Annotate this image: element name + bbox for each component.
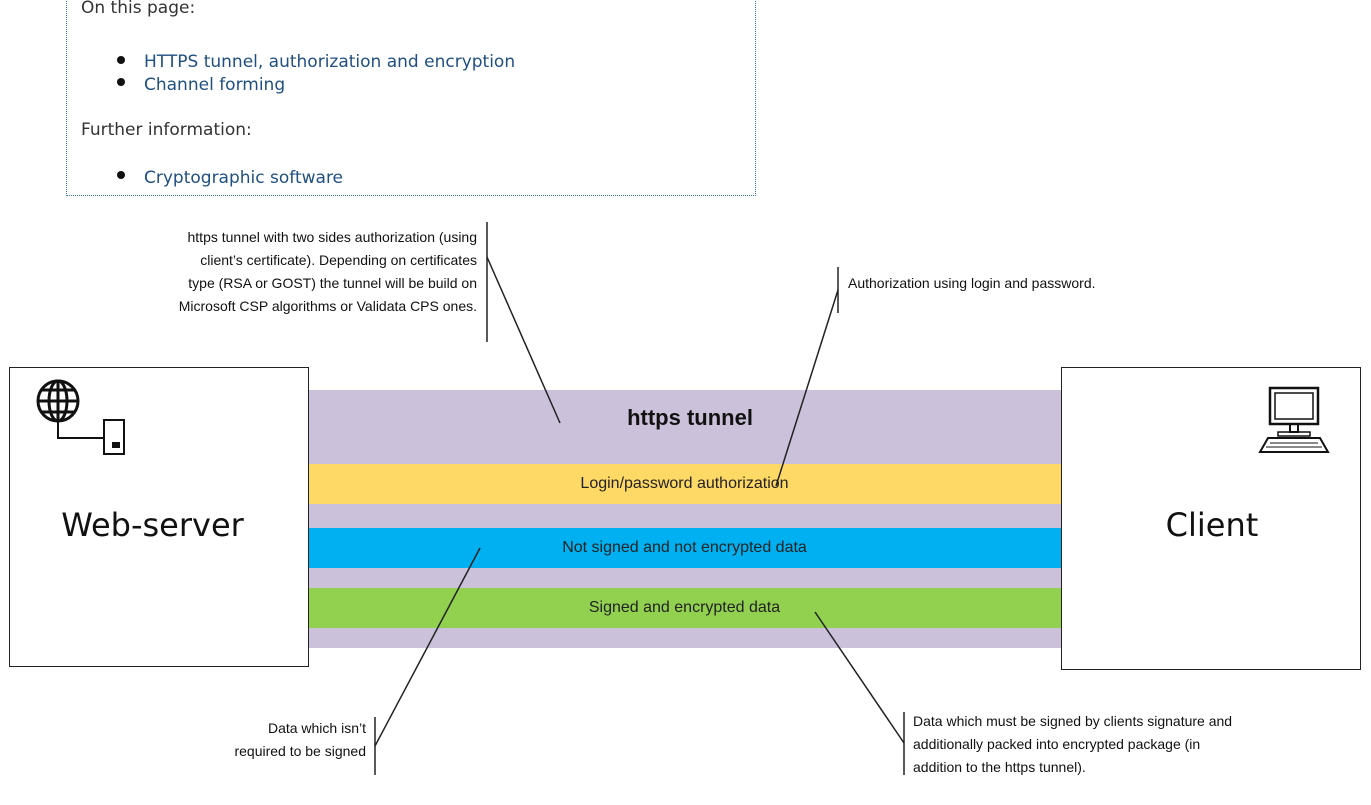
callout-https-tunnel: https tunnel with two sides authorizatio… — [40, 226, 477, 318]
client-label: Client — [1165, 506, 1259, 544]
callout-https-line: Microsoft CSP algorithms or Validata CPS… — [178, 298, 477, 314]
band-not-signed-data: Not signed and not encrypted data — [294, 528, 1075, 568]
toc-link-cryptographic-software[interactable]: Cryptographic software — [144, 168, 344, 188]
callout-login-password: Authorization using login and password. — [848, 275, 1096, 291]
toc-link-channel-forming[interactable]: Channel forming — [144, 75, 286, 95]
callout-signed-line: Data which must be signed by clients sig… — [913, 713, 1233, 729]
globe-server-icon — [36, 379, 125, 455]
toc-heading-on-this-page: On this page: — [81, 0, 196, 18]
bullet-icon — [117, 78, 125, 86]
computer-icon — [1258, 386, 1330, 453]
client-box: Client — [1061, 367, 1361, 670]
bullet-icon — [117, 171, 125, 179]
callout-unsigned-data: Data which isn’t required to be signed — [150, 717, 366, 763]
callout-https-line: client’s certificate). Depending on cert… — [200, 252, 477, 268]
callout-https-line: https tunnel with two sides authorizatio… — [187, 229, 478, 245]
toc-panel: On this page: HTTPS tunnel, authorizatio… — [66, 0, 756, 196]
callout-signed-line: addition to the https tunnel). — [913, 759, 1086, 775]
callout-unsigned-line: required to be signed — [234, 743, 366, 759]
callout-signed-line: additionally packed into encrypted packa… — [913, 736, 1201, 752]
https-tunnel-label: https tunnel — [627, 405, 753, 430]
webserver-label: Web-server — [61, 506, 244, 544]
toc-heading-further-information: Further information: — [81, 120, 252, 140]
callout-signed-data: Data which must be signed by clients sig… — [913, 710, 1363, 779]
toc-link-https-tunnel[interactable]: HTTPS tunnel, authorization and encrypti… — [144, 52, 516, 72]
callout-https-line: type (RSA or GOST) the tunnel will be bu… — [188, 275, 477, 291]
band-login-password: Login/password authorization — [294, 464, 1075, 504]
webserver-box: Web-server — [9, 367, 309, 667]
callout-unsigned-line: Data which isn’t — [267, 720, 366, 736]
band-signed-encrypted-data: Signed and encrypted data — [294, 588, 1075, 628]
bullet-icon — [117, 56, 125, 64]
